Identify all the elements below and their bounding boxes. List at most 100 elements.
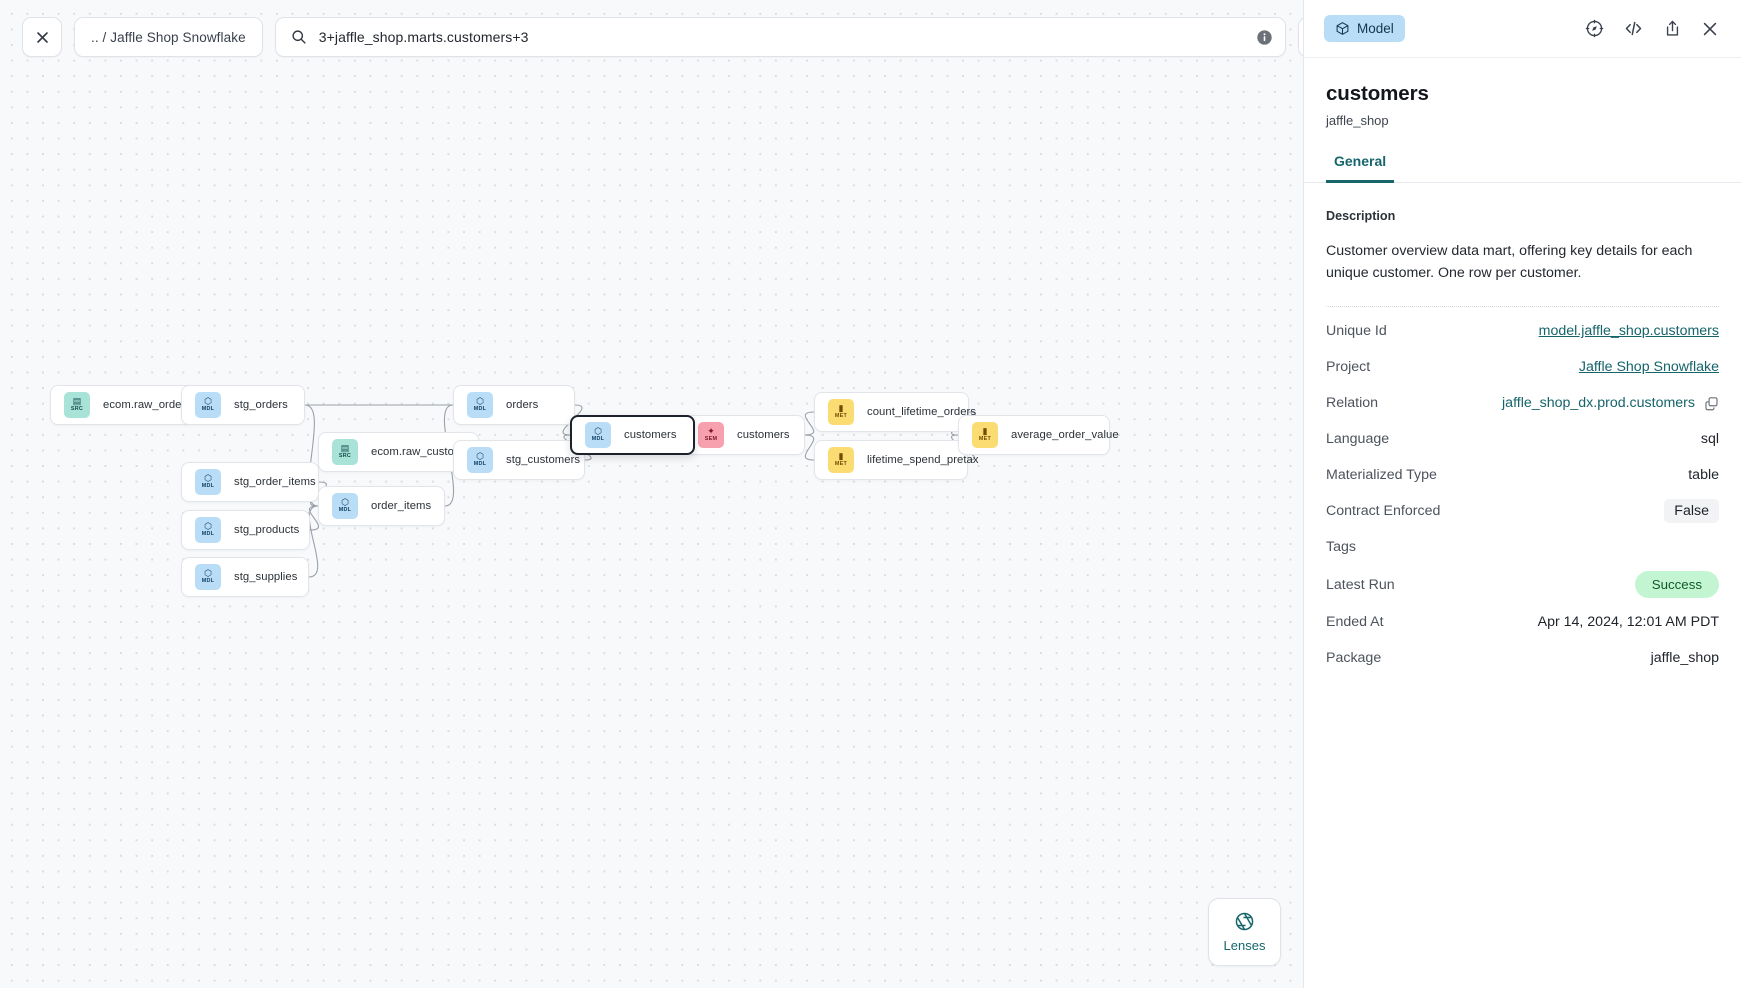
- resource-type-label: Model: [1357, 21, 1394, 36]
- graph-node-label: average_order_value: [1011, 429, 1119, 441]
- graph-node-label: stg_customers: [506, 454, 581, 466]
- aperture-icon: [1234, 911, 1255, 932]
- refresh-button[interactable]: [1297, 17, 1303, 57]
- divider: [1326, 306, 1719, 308]
- property-value: Apr 14, 2024, 12:01 AM PDT: [1537, 614, 1719, 631]
- property-key: Tags: [1326, 539, 1356, 556]
- property-row: Language sql: [1326, 421, 1719, 457]
- status-badge: Success: [1634, 571, 1719, 599]
- graph-node-label: stg_order_items: [234, 476, 316, 488]
- tab-general[interactable]: General: [1326, 153, 1395, 183]
- property-value: jaffle_shop: [1650, 650, 1719, 667]
- mdl-badge-icon: ⬡MDL: [195, 517, 221, 543]
- property-value: model.jaffle_shop.customers: [1539, 323, 1719, 339]
- property-key: Latest Run: [1326, 576, 1395, 593]
- property-row: Ended At Apr 14, 2024, 12:01 AM PDT: [1326, 604, 1719, 640]
- property-row: Relation jaffle_shop_dx.prod.customers: [1326, 385, 1719, 421]
- graph-node-stg_order_items[interactable]: ⬡MDL stg_order_items: [181, 462, 319, 502]
- close-graph-button[interactable]: [22, 17, 62, 57]
- graph-node-label: customers: [737, 429, 790, 441]
- graph-node-label: orders: [506, 399, 539, 411]
- met-badge-icon: ▮MET: [972, 422, 998, 448]
- graph-node-stg_customers[interactable]: ⬡MDL stg_customers: [453, 440, 585, 480]
- property-value: sql: [1700, 431, 1719, 448]
- graph-node-label: stg_supplies: [234, 571, 298, 583]
- property-key: Ended At: [1326, 614, 1384, 631]
- mdl-badge-icon: ⬡MDL: [585, 422, 611, 448]
- panel-body: Description Customer overview data mart,…: [1304, 183, 1741, 988]
- code-icon[interactable]: [1623, 18, 1644, 39]
- property-row: Materialized Type table: [1326, 457, 1719, 493]
- copy-icon[interactable]: [1704, 396, 1719, 411]
- search-icon: [291, 29, 307, 45]
- graph-node-label: ecom.raw_orders: [103, 399, 192, 411]
- close-panel-icon[interactable]: [1701, 20, 1719, 38]
- description-label: Description: [1326, 208, 1396, 223]
- graph-node-customers_semantic[interactable]: ✦SEM customers: [684, 415, 805, 455]
- property-key: Language: [1326, 431, 1390, 448]
- property-value: jaffle_shop_dx.prod.customers: [1502, 395, 1719, 411]
- lineage-search-bar[interactable]: [274, 17, 1286, 57]
- share-icon[interactable]: [1663, 19, 1682, 38]
- property-key: Package: [1326, 650, 1382, 667]
- breadcrumb[interactable]: .. / Jaffle Shop Snowflake: [74, 17, 263, 57]
- graph-node-stg_products[interactable]: ⬡MDL stg_products: [181, 510, 310, 550]
- property-value: Success: [1634, 571, 1719, 599]
- lenses-label: Lenses: [1223, 938, 1266, 953]
- panel-tabs: General: [1304, 153, 1741, 183]
- mdl-badge-icon: ⬡MDL: [195, 392, 221, 418]
- property-link[interactable]: Jaffle Shop Snowflake: [1578, 359, 1719, 376]
- met-badge-icon: ▮MET: [828, 447, 854, 473]
- property-key: Project: [1326, 359, 1371, 376]
- graph-node-customers_model[interactable]: ⬡MDL customers: [570, 415, 695, 455]
- cube-icon: [1335, 21, 1350, 36]
- src-badge-icon: ▤SRC: [332, 439, 358, 465]
- property-row: Contract Enforced False: [1326, 493, 1719, 529]
- lineage-canvas[interactable]: .. / Jaffle Shop Snowflake: [0, 0, 1303, 988]
- info-icon[interactable]: [1256, 29, 1273, 46]
- graph-node-ecom_raw_orders[interactable]: ▤SRC ecom.raw_orders: [50, 385, 194, 425]
- graph-node-stg_supplies[interactable]: ⬡MDL stg_supplies: [181, 557, 309, 597]
- property-link[interactable]: model.jaffle_shop.customers: [1538, 323, 1719, 340]
- property-key: Materialized Type: [1326, 467, 1437, 484]
- graph-node-lifetime_spend_pretax[interactable]: ▮MET lifetime_spend_pretax: [814, 440, 979, 480]
- mdl-badge-icon: ⬡MDL: [195, 469, 221, 495]
- graph-node-label: customers: [624, 429, 677, 441]
- graph-node-label: lifetime_spend_pretax: [867, 454, 979, 466]
- search-input[interactable]: [306, 29, 1256, 45]
- canvas-toolbar: .. / Jaffle Shop Snowflake: [22, 17, 1303, 57]
- src-badge-icon: ▤SRC: [64, 392, 90, 418]
- property-value: table: [1688, 467, 1719, 484]
- mdl-badge-icon: ⬡MDL: [467, 447, 493, 473]
- graph-node-label: stg_products: [234, 524, 300, 536]
- property-key: Contract Enforced: [1326, 503, 1441, 520]
- panel-header: customers jaffle_shop: [1304, 58, 1741, 128]
- description-text: Customer overview data mart, offering ke…: [1326, 242, 1693, 281]
- details-panel: Model: [1303, 0, 1741, 988]
- lenses-button[interactable]: Lenses: [1208, 898, 1281, 966]
- property-value: False: [1664, 499, 1719, 524]
- panel-actions: [1585, 18, 1719, 39]
- mdl-badge-icon: ⬡MDL: [195, 564, 221, 590]
- sem-badge-icon: ✦SEM: [698, 422, 724, 448]
- page-title: customers: [1326, 82, 1429, 105]
- graph-node-average_order_value[interactable]: ▮MET average_order_value: [958, 415, 1119, 455]
- graph-node-label: count_lifetime_orders: [867, 406, 977, 418]
- explore-icon[interactable]: [1585, 19, 1604, 38]
- property-link[interactable]: jaffle_shop_dx.prod.customers: [1502, 395, 1695, 412]
- graph-node-orders[interactable]: ⬡MDL orders: [453, 385, 575, 425]
- property-key: Relation: [1326, 395, 1379, 412]
- mdl-badge-icon: ⬡MDL: [467, 392, 493, 418]
- panel-topbar: Model: [1304, 0, 1741, 58]
- breadcrumb-label: .. / Jaffle Shop Snowflake: [91, 29, 246, 45]
- resource-type-badge[interactable]: Model: [1324, 15, 1405, 42]
- status-badge: False: [1664, 499, 1719, 524]
- panel-subtitle: jaffle_shop: [1326, 113, 1389, 128]
